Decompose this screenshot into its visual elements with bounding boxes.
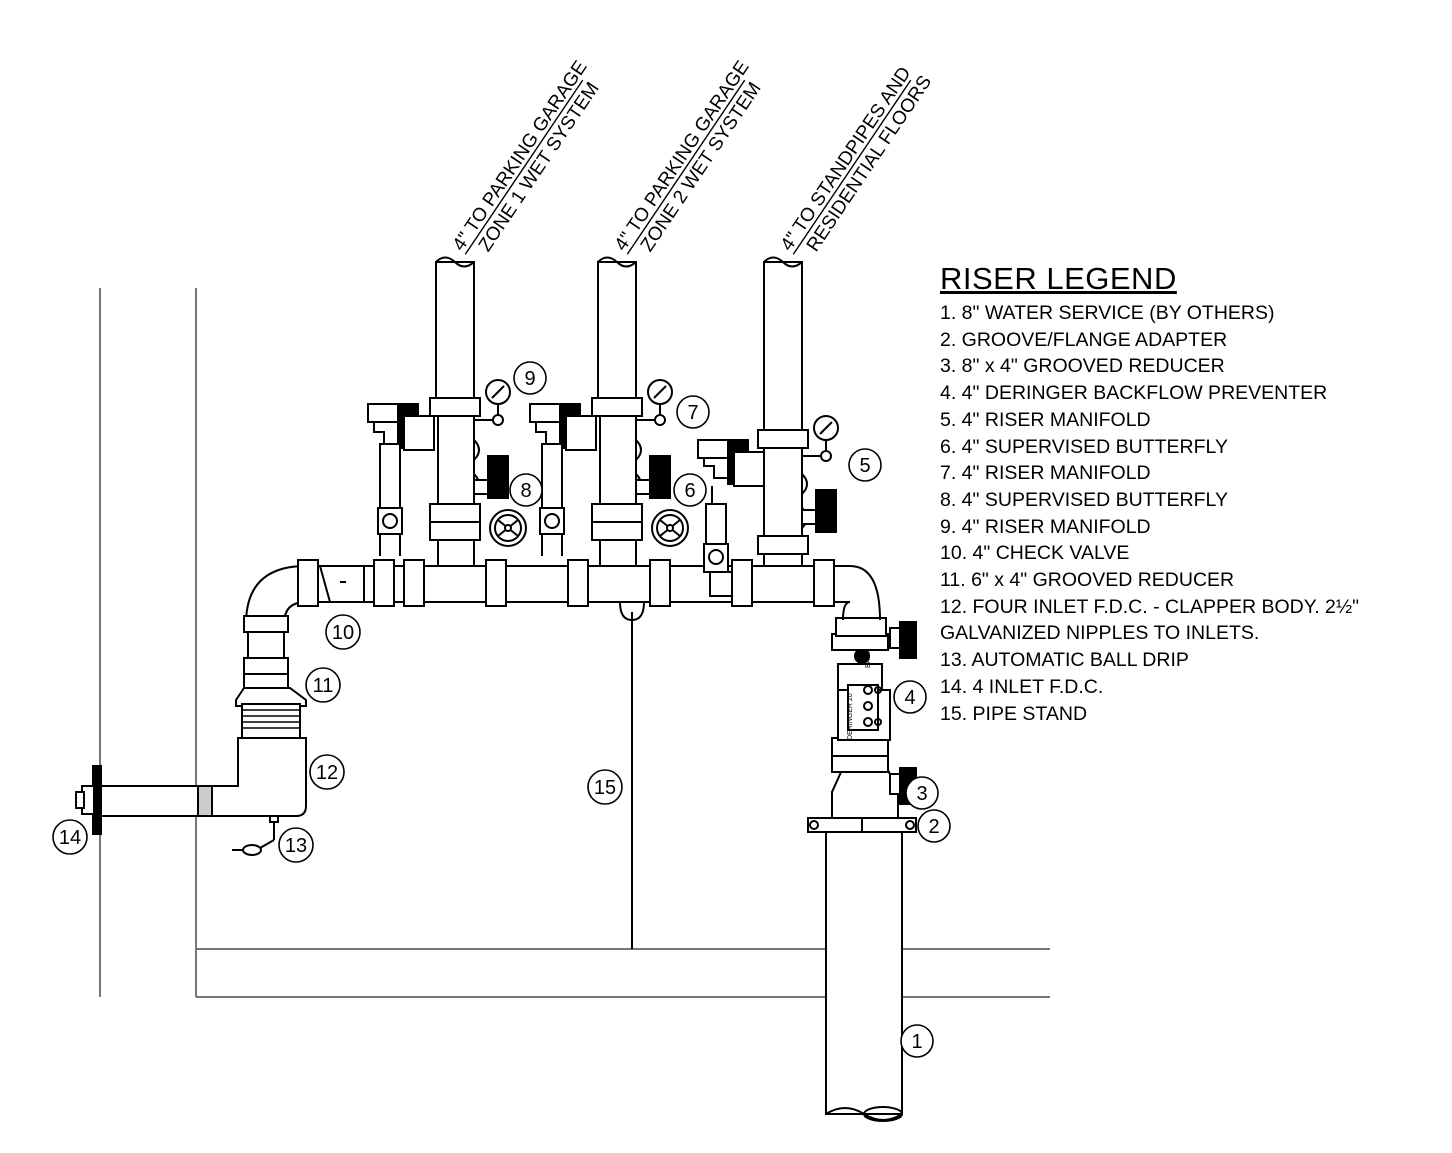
legend-item: 5. 4" RISER MANIFOLD <box>940 408 1151 431</box>
building-structure <box>99 288 1050 998</box>
svg-text:11: 11 <box>313 675 334 697</box>
legend-title: RISER LEGEND <box>940 261 1177 296</box>
riser-label-2-line1: 4" TO PARKING GARAGE <box>611 57 754 255</box>
svg-text:14: 14 <box>59 827 81 849</box>
legend-item: 3. 8" x 4" GROOVED REDUCER <box>940 355 1225 378</box>
legend-item: 4. 4" DERINGER BACKFLOW PREVENTER <box>940 382 1328 405</box>
riser-1 <box>367 256 527 567</box>
riser-label-2: 4" TO PARKING GARAGE ZONE 2 WET SYSTEM <box>611 57 766 256</box>
callout-10: 10 <box>325 614 361 650</box>
legend-item: 12. FOUR INLET F.D.C. - CLAPPER BODY. 2½… <box>940 595 1360 645</box>
svg-text:2: 2 <box>928 816 939 838</box>
legend-item: 9. 4" RISER MANIFOLD <box>940 515 1151 538</box>
callout-14: 14 <box>52 819 88 855</box>
svg-text:7: 7 <box>687 402 698 424</box>
callout-5: 5 <box>848 448 882 482</box>
riser-label-3-line2: RESIDENTIAL FLOORS <box>803 72 936 256</box>
riser-label-3-line1: 4" TO STANDPIPES AND <box>777 63 916 255</box>
callout-3: 3 <box>905 776 939 810</box>
callout-1: 1 <box>900 1024 934 1058</box>
riser-3 <box>697 256 839 597</box>
svg-text:5: 5 <box>859 455 870 477</box>
legend-item: 13. AUTOMATIC BALL DRIP <box>940 649 1189 672</box>
callout-9: 9 <box>513 361 547 395</box>
legend-item: 14. 4 INLET F.D.C. <box>940 675 1104 698</box>
callout-2: 2 <box>917 809 951 843</box>
svg-text:3: 3 <box>916 783 927 805</box>
water-service-pipe: DERINGER 20 BACKFLOW <box>807 617 917 1122</box>
legend-item: 6. 4" SUPERVISED BUTTERFLY <box>940 435 1228 458</box>
legend-list: 1. 8" WATER SERVICE (BY OTHERS) 2. GROOVE… <box>940 300 1440 727</box>
riser-label-1-line1: 4" TO PARKING GARAGE <box>449 57 592 255</box>
riser-legend: RISER LEGEND 1. 8" WATER SERVICE (BY OTH… <box>940 262 1440 727</box>
legend-item: 10. 4" CHECK VALVE <box>940 542 1130 565</box>
svg-text:1: 1 <box>911 1031 922 1053</box>
svg-text:10: 10 <box>332 622 354 644</box>
svg-text:4: 4 <box>904 687 915 709</box>
callout-15: 15 <box>587 769 623 805</box>
riser-label-1: 4" TO PARKING GARAGE ZONE 1 WET SYSTEM <box>449 57 604 256</box>
callout-7: 7 <box>676 395 710 429</box>
legend-item: 2. GROOVE/FLANGE ADAPTER <box>940 328 1228 351</box>
svg-text:12: 12 <box>316 762 338 784</box>
backflow-label-1: DERINGER 20 <box>847 693 854 740</box>
svg-text:8: 8 <box>520 480 531 502</box>
legend-item: 15. PIPE STAND <box>940 702 1088 725</box>
riser-label-3: 4" TO STANDPIPES AND RESIDENTIAL FLOORS <box>777 63 936 256</box>
callout-13: 13 <box>278 827 314 863</box>
legend-item: 1. 8" WATER SERVICE (BY OTHERS) <box>940 302 1275 324</box>
callout-4: 4 <box>893 680 927 714</box>
riser-label-1-line2: ZONE 1 WET SYSTEM <box>475 79 604 256</box>
riser-2 <box>529 256 689 567</box>
callout-6: 6 <box>673 473 707 507</box>
callout-12: 12 <box>309 754 345 790</box>
riser-label-2-line2: ZONE 2 WET SYSTEM <box>637 79 766 256</box>
legend-item: 7. 4" RISER MANIFOLD <box>940 462 1151 485</box>
svg-text:6: 6 <box>684 480 695 502</box>
fdc-assembly <box>75 615 307 856</box>
svg-text:13: 13 <box>285 835 307 857</box>
svg-text:9: 9 <box>524 368 535 390</box>
svg-text:15: 15 <box>594 777 616 799</box>
callout-11: 11 <box>305 667 341 703</box>
callout-8: 8 <box>509 473 543 507</box>
legend-item: 8. 4" SUPERVISED BUTTERFLY <box>940 488 1228 511</box>
legend-item: 11. 6" x 4" GROOVED REDUCER <box>940 569 1235 592</box>
